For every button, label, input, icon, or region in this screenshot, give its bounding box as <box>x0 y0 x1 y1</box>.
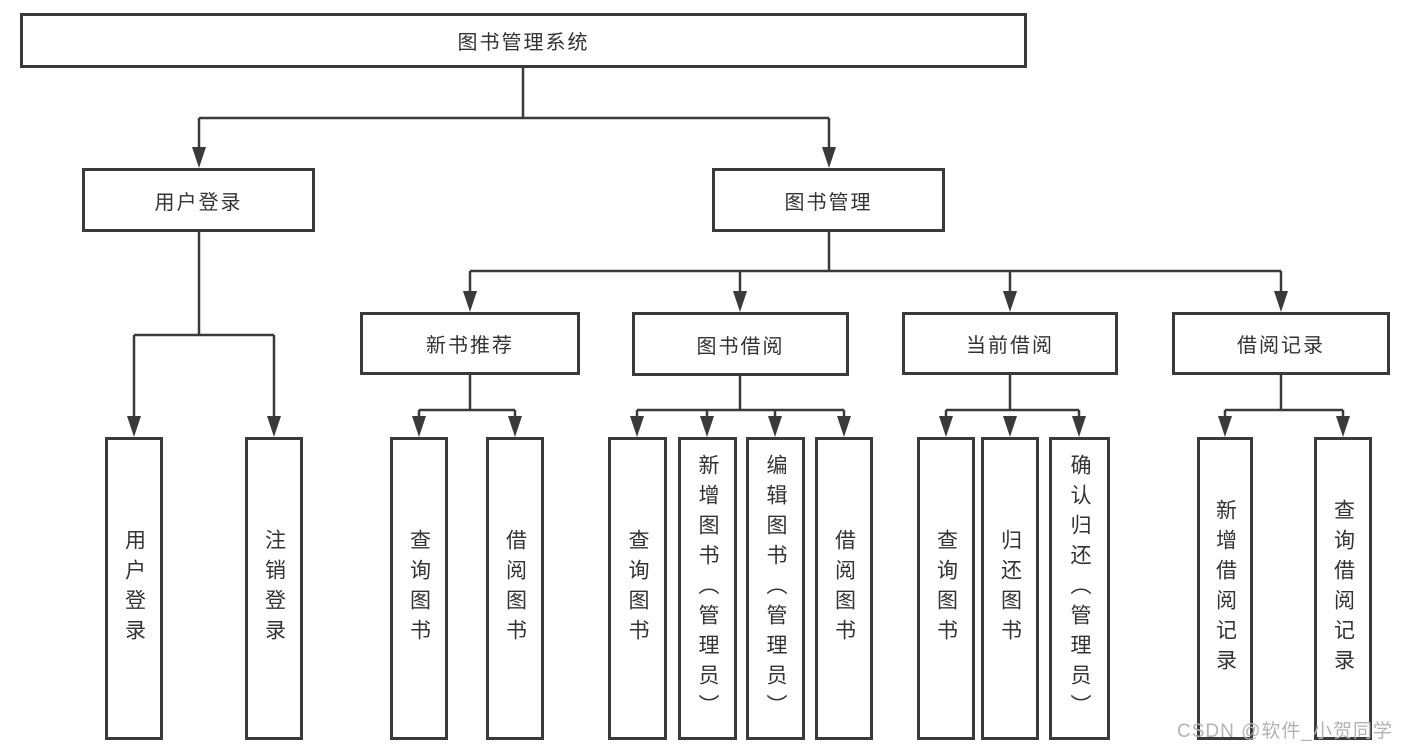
edges-records-to-leaves <box>1218 375 1350 437</box>
node-query-borrow-record: 查询借阅记录 <box>1314 437 1372 740</box>
node-edit-books-admin-label: 编辑图书（管理员） <box>764 453 787 724</box>
node-add-books-admin-label: 新增图书（管理员） <box>696 453 719 724</box>
node-add-books-admin: 新增图书（管理员） <box>678 437 737 740</box>
edges-new-books-to-leaves <box>412 375 522 437</box>
node-return-books-label: 归还图书 <box>998 528 1022 649</box>
node-borrow-books-borrowing-label: 借阅图书 <box>832 528 856 649</box>
node-return-books: 归还图书 <box>981 437 1039 740</box>
node-borrow-books-newbooks: 借阅图书 <box>486 437 544 740</box>
node-borrow-records: 借阅记录 <box>1172 312 1390 375</box>
node-book-borrowing-label: 图书借阅 <box>696 335 785 358</box>
node-user-login-leaf-label: 用户登录 <box>122 528 146 649</box>
edges-user-login-to-leaves <box>127 232 281 437</box>
watermark: CSDN @软件_小贺同学 <box>1177 721 1393 742</box>
node-user-login: 用户登录 <box>82 168 315 232</box>
node-book-borrowing: 图书借阅 <box>632 312 849 376</box>
node-new-books-label: 新书推荐 <box>426 335 514 357</box>
node-query-books-newbooks: 查询图书 <box>390 437 448 740</box>
edges-book-mgmt-to-level3 <box>463 232 1288 312</box>
node-edit-books-admin: 编辑图书（管理员） <box>746 437 805 740</box>
node-query-books-borrowing: 查询图书 <box>608 437 667 740</box>
node-query-books-newbooks-label: 查询图书 <box>407 528 431 649</box>
node-logout-leaf-label: 注销登录 <box>262 528 286 649</box>
node-confirm-return-admin-label: 确认归还（管理员） <box>1068 453 1091 724</box>
node-root: 图书管理系统 <box>20 13 1027 68</box>
node-current-borrowing: 当前借阅 <box>902 312 1118 375</box>
node-book-mgmt: 图书管理 <box>712 168 945 232</box>
edges-current-to-leaves <box>939 375 1086 437</box>
node-new-books: 新书推荐 <box>360 312 580 375</box>
node-query-borrow-record-label: 查询借阅记录 <box>1331 498 1355 679</box>
node-book-mgmt-label: 图书管理 <box>784 191 873 214</box>
node-current-borrowing-label: 当前借阅 <box>966 335 1054 357</box>
node-user-login-leaf: 用户登录 <box>105 437 163 740</box>
node-logout-leaf: 注销登录 <box>245 437 303 740</box>
edges-root-to-level2 <box>192 68 836 168</box>
node-query-books-current-label: 查询图书 <box>934 528 958 649</box>
node-add-borrow-record: 新增借阅记录 <box>1197 437 1253 740</box>
node-query-books-borrowing-label: 查询图书 <box>626 528 649 649</box>
node-borrow-books-newbooks-label: 借阅图书 <box>503 528 527 649</box>
node-root-label: 图书管理系统 <box>457 32 590 54</box>
node-borrow-books-borrowing: 借阅图书 <box>815 437 873 740</box>
node-query-books-current: 查询图书 <box>917 437 975 740</box>
edges-borrowing-to-leaves <box>630 375 851 437</box>
node-borrow-records-label: 借阅记录 <box>1237 335 1325 357</box>
node-confirm-return-admin: 确认归还（管理员） <box>1049 437 1110 740</box>
node-add-borrow-record-label: 新增借阅记录 <box>1213 498 1237 679</box>
node-user-login-label: 用户登录 <box>154 191 243 214</box>
